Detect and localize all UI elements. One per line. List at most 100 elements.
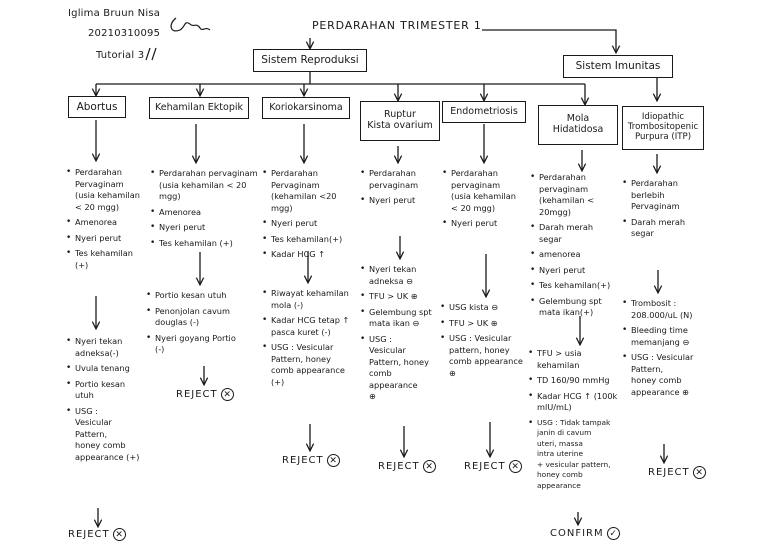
line-title-imunitas <box>482 29 616 52</box>
list-item: Perdarahan pervaginam (kehamilan < 20mgg… <box>530 172 622 218</box>
result-abortus: REJECT ✕ <box>68 528 126 541</box>
symptom-list-ruptur-kista-2: Nyeri tekan adneksa ⊖ TFU > UK ⊕ Gelembu… <box>360 264 442 407</box>
list-item: Gelembung spt mata ikan ⊖ <box>360 307 442 330</box>
reject-x-icon: ✕ <box>112 528 126 541</box>
list-item: USG kista ⊖ <box>440 302 530 314</box>
reject-x-icon: ✕ <box>508 460 522 473</box>
list-item: USG : Vesicular Pattern, honey comb appe… <box>66 406 146 464</box>
list-item: Nyeri perut <box>530 265 622 277</box>
list-item: Uvula tenang <box>66 363 146 375</box>
list-item: Bleeding time memanjang ⊖ <box>622 325 718 348</box>
list-item: Nyeri perut <box>442 218 530 230</box>
list-item: Perdarahan pervaginam (usia kehamilan < … <box>442 168 530 214</box>
list-item: TFU > usia kehamilan <box>528 348 628 371</box>
symptom-list-endometriosis-2: USG kista ⊖ TFU > UK ⊕ USG : Vesicular p… <box>440 302 530 383</box>
list-item: Darah merah segar <box>622 217 710 240</box>
disease-label: Mola Hidatidosa <box>552 113 604 135</box>
disease-label: Idiopathic Trombositopenic Purpura (ITP) <box>627 112 699 142</box>
symptom-list-abortus-1: Perdarahan Pervaginam (usia kehamilan < … <box>66 167 146 275</box>
symptom-list-mola-1: Perdarahan pervaginam (kehamilan < 20mgg… <box>530 172 622 323</box>
list-item: Amenorea <box>66 217 146 229</box>
reject-x-icon: ✕ <box>692 466 706 479</box>
disease-box-ruptur-kista: Ruptur Kista ovarium <box>360 101 440 141</box>
list-item: USG : Tidak tampak janin di cavum uteri,… <box>528 418 628 492</box>
symptom-list-itp-1: Perdarahan berlebih Pervaginam Darah mer… <box>622 178 710 244</box>
list-item: Nyeri perut <box>360 195 440 207</box>
disease-box-mola-hidatidosa: Mola Hidatidosa <box>538 105 618 145</box>
list-item: Trombosit : 208.000/uL (N) <box>622 298 718 321</box>
symptom-list-itp-2: Trombosit : 208.000/uL (N) Bleeding time… <box>622 298 718 402</box>
signature-mark <box>170 17 211 32</box>
system-reproduksi-label: Sistem Reproduksi <box>261 54 359 67</box>
disease-box-abortus: Abortus <box>68 96 126 118</box>
list-item: Tes kehamilan (+) <box>66 248 146 271</box>
disease-label: Koriokarsinoma <box>269 101 343 113</box>
result-itp: REJECT ✕ <box>648 466 706 479</box>
list-item: Nyeri perut <box>66 233 146 245</box>
list-item: Portio kesan utuh <box>146 290 258 302</box>
disease-label: Kehamilan Ektopik <box>154 101 244 113</box>
list-item: Tes kehamilan(+) <box>262 234 358 246</box>
result-label: CONFIRM <box>550 528 604 539</box>
list-item: Perdarahan Pervaginam (usia kehamilan < … <box>66 167 146 213</box>
result-label: REJECT <box>176 389 218 400</box>
list-item: Nyeri perut <box>150 222 258 234</box>
system-imunitas-box: Sistem Imunitas <box>563 55 673 78</box>
list-item: Perdarahan berlebih Pervaginam <box>622 178 710 213</box>
result-label: REJECT <box>378 461 420 472</box>
reject-x-icon: ✕ <box>326 454 340 467</box>
list-item: Kadar HCG ↑ <box>262 249 358 261</box>
list-item: Perdarahan pervaginam (usia kehamilan < … <box>150 168 258 203</box>
disease-box-kehamilan-ektopik: Kehamilan Ektopik <box>149 97 249 119</box>
list-item: Darah merah segar <box>530 222 622 245</box>
list-item: TFU > UK ⊕ <box>440 318 530 330</box>
list-item: USG : Vesicular Pattern, honey comb appe… <box>360 334 442 403</box>
author-name: Iglima Bruun Nisa <box>68 8 161 19</box>
disease-box-koriokarsinoma: Koriokarsinoma <box>262 97 350 119</box>
disease-label: Ruptur Kista ovarium <box>367 109 433 131</box>
disease-label: Endometriosis <box>450 105 518 117</box>
list-item: Penonjolan cavum douglas (-) <box>146 306 258 329</box>
list-item: Riwayat kehamilan mola (-) <box>262 288 360 311</box>
result-mola-hidatidosa: CONFIRM ✓ <box>550 527 620 540</box>
result-koriokarsinoma: REJECT ✕ <box>282 454 340 467</box>
list-item: Kadar HCG ↑ (100k mlU/mL) <box>528 391 628 414</box>
symptom-list-koriokarsinoma-2: Riwayat kehamilan mola (-) Kadar HCG tet… <box>262 288 360 392</box>
reject-x-icon: ✕ <box>220 388 234 401</box>
symptom-list-ektopik-2: Portio kesan utuh Penonjolan cavum dougl… <box>146 290 258 360</box>
symptom-list-endometriosis-1: Perdarahan pervaginam (usia kehamilan < … <box>442 168 530 234</box>
system-reproduksi-box: Sistem Reproduksi <box>253 49 367 72</box>
list-item: TFU > UK ⊕ <box>360 291 442 303</box>
symptom-list-koriokarsinoma-1: Perdarahan Pervaginam (kehamilan <20 mgg… <box>262 168 358 265</box>
list-item: Portio kesan utuh <box>66 379 146 402</box>
confirm-check-icon: ✓ <box>606 527 620 540</box>
list-item: Tes kehamilan (+) <box>150 238 258 250</box>
list-item: Nyeri tekan adneksa ⊖ <box>360 264 442 287</box>
result-label: REJECT <box>68 529 110 540</box>
disease-box-itp: Idiopathic Trombositopenic Purpura (ITP) <box>622 106 704 150</box>
list-item: TD 160/90 mmHg <box>528 375 628 387</box>
list-item: Nyeri goyang Portio (-) <box>146 333 258 356</box>
result-label: REJECT <box>464 461 506 472</box>
list-item: Tes kehamilan(+) <box>530 280 622 292</box>
student-id: 20210310095 <box>88 28 161 39</box>
list-item: Kadar HCG tetap ↑ pasca kuret (-) <box>262 315 360 338</box>
disease-box-endometriosis: Endometriosis <box>442 101 526 123</box>
system-imunitas-label: Sistem Imunitas <box>575 60 661 73</box>
result-ruptur-kista: REJECT ✕ <box>378 460 436 473</box>
list-item: Gelembung spt mata ikan(+) <box>530 296 622 319</box>
result-ektopik: REJECT ✕ <box>176 388 234 401</box>
reject-x-icon: ✕ <box>422 460 436 473</box>
result-label: REJECT <box>282 455 324 466</box>
list-item: USG : Vesicular pattern, honey comb appe… <box>440 333 530 379</box>
symptom-list-ektopik-1: Perdarahan pervaginam (usia kehamilan < … <box>150 168 258 253</box>
list-item: USG : Vesicular Pattern, honey comb appe… <box>622 352 718 398</box>
symptom-list-mola-2: TFU > usia kehamilan TD 160/90 mmHg Kada… <box>528 348 628 495</box>
symptom-list-ruptur-kista-1: Perdarahan pervaginam Nyeri perut <box>360 168 440 211</box>
disease-label: Abortus <box>76 100 118 113</box>
page-title: PERDARAHAN TRIMESTER 1 <box>312 19 482 32</box>
list-item: Perdarahan Pervaginam (kehamilan <20 mgg… <box>262 168 358 214</box>
symptom-list-abortus-2: Nyeri tekan adneksa(-) Uvula tenang Port… <box>66 336 146 467</box>
result-label: REJECT <box>648 467 690 478</box>
